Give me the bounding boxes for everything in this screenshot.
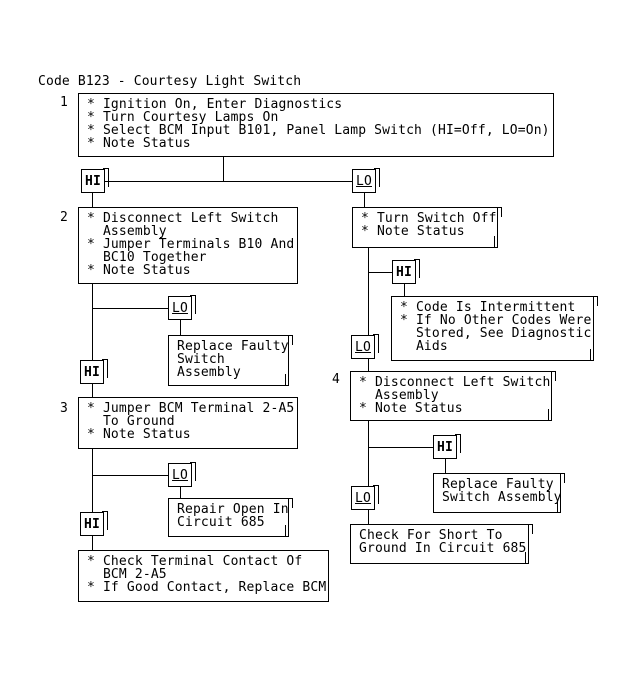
step-number-3: 3 [60, 401, 68, 416]
box-line: * Code Is Intermittent [400, 300, 576, 315]
diagram-title: Code B123 - Courtesy Light Switch [38, 74, 302, 89]
hi-tag: HI [81, 168, 109, 193]
step-number-2: 2 [60, 210, 68, 225]
step3-box: * Jumper BCM Terminal 2-A5 To Ground * N… [78, 397, 298, 449]
connector-line [368, 359, 369, 371]
step1-box: * Ignition On, Enter Diagnostics * Turn … [78, 93, 554, 157]
box-line: * Note Status [87, 427, 191, 442]
box-line: * Note Status [87, 263, 191, 278]
box-line: * If No Other Codes Were [400, 313, 592, 328]
check-short-box: Check For Short To Ground In Circuit 685 [350, 524, 533, 564]
connector-line [92, 283, 93, 360]
box-line: * If Good Contact, Replace BCM [87, 580, 327, 595]
connector-line [368, 272, 392, 273]
connector-line [92, 193, 93, 207]
step2-box: * Disconnect Left Switch Assembly * Jump… [78, 207, 298, 284]
connector-line [92, 448, 93, 512]
box-line: Replace Faulty [442, 477, 554, 492]
connector-line [368, 510, 369, 524]
box-line: Assembly [359, 388, 439, 403]
connector-line [223, 156, 224, 181]
lo-tag: LO [168, 295, 196, 320]
connector-line [364, 193, 365, 207]
box-line: * Check Terminal Contact Of [87, 554, 303, 569]
box-line: * Turn Courtesy Lamps On [87, 110, 279, 125]
hi-tag: HI [433, 434, 461, 459]
replace-switch-box-left: Replace Faulty Switch Assembly [168, 335, 293, 386]
lo-tag: LO [351, 334, 379, 359]
box-line: Check For Short To [359, 528, 503, 543]
connector-line [92, 475, 168, 476]
box-line: * Disconnect Left Switch [87, 211, 279, 226]
hi-tag: HI [392, 259, 420, 284]
connector-line [445, 459, 446, 473]
box-line: * Note Status [361, 224, 465, 239]
box-line: * Turn Switch Off [361, 211, 497, 226]
box-line: * Select BCM Input B101, Panel Lamp Swit… [87, 123, 550, 138]
box-line: * Note Status [359, 401, 463, 416]
box-line: * Note Status [87, 136, 191, 151]
box-line: * Disconnect Left Switch [359, 375, 551, 390]
box-line: Replace Faulty [177, 339, 289, 354]
box-line: Repair Open In [177, 502, 289, 517]
step-number-1: 1 [60, 95, 68, 110]
replace-switch-box-right: Replace Faulty Switch Assembly [433, 473, 565, 513]
box-line: To Ground [87, 414, 175, 429]
box-line: Assembly [177, 365, 241, 380]
box-line: Ground In Circuit 685 [359, 541, 527, 556]
box-line: Switch [177, 352, 225, 367]
connector-line [368, 447, 433, 448]
box-line: * Ignition On, Enter Diagnostics [87, 97, 343, 112]
box-line: BC10 Together [87, 250, 207, 265]
step4-box: * Disconnect Left Switch Assembly * Note… [350, 371, 556, 421]
connector-line [368, 247, 369, 335]
box-line: Switch Assembly [442, 490, 562, 505]
connector-line [404, 284, 405, 296]
lo-tag: LO [351, 485, 379, 510]
connector-line [180, 487, 181, 498]
hi-tag: HI [80, 359, 108, 384]
check-terminal-box: * Check Terminal Contact Of BCM 2-A5 * I… [78, 550, 329, 602]
box-line: Assembly [87, 224, 167, 239]
connector-line [105, 181, 352, 182]
connector-line [92, 308, 168, 309]
code-intermittent-box: * Code Is Intermittent * If No Other Cod… [391, 296, 598, 361]
box-line: * Jumper Terminals B10 And [87, 237, 295, 252]
hi-tag: HI [80, 511, 108, 536]
repair-open-box: Repair Open In Circuit 685 [168, 498, 293, 537]
box-line: Stored, See Diagnostic [400, 326, 592, 341]
box-line: * Jumper BCM Terminal 2-A5 [87, 401, 295, 416]
step-number-4: 4 [332, 372, 340, 387]
lo-tag: LO [352, 168, 380, 193]
turn-switch-off-box: * Turn Switch Off * Note Status [352, 207, 502, 248]
connector-line [180, 320, 181, 335]
box-line: Aids [400, 339, 448, 354]
connector-line [368, 420, 369, 486]
lo-tag: LO [168, 462, 196, 487]
box-line: Circuit 685 [177, 515, 265, 530]
box-line: BCM 2-A5 [87, 567, 167, 582]
connector-line [92, 536, 93, 550]
connector-line [92, 384, 93, 397]
